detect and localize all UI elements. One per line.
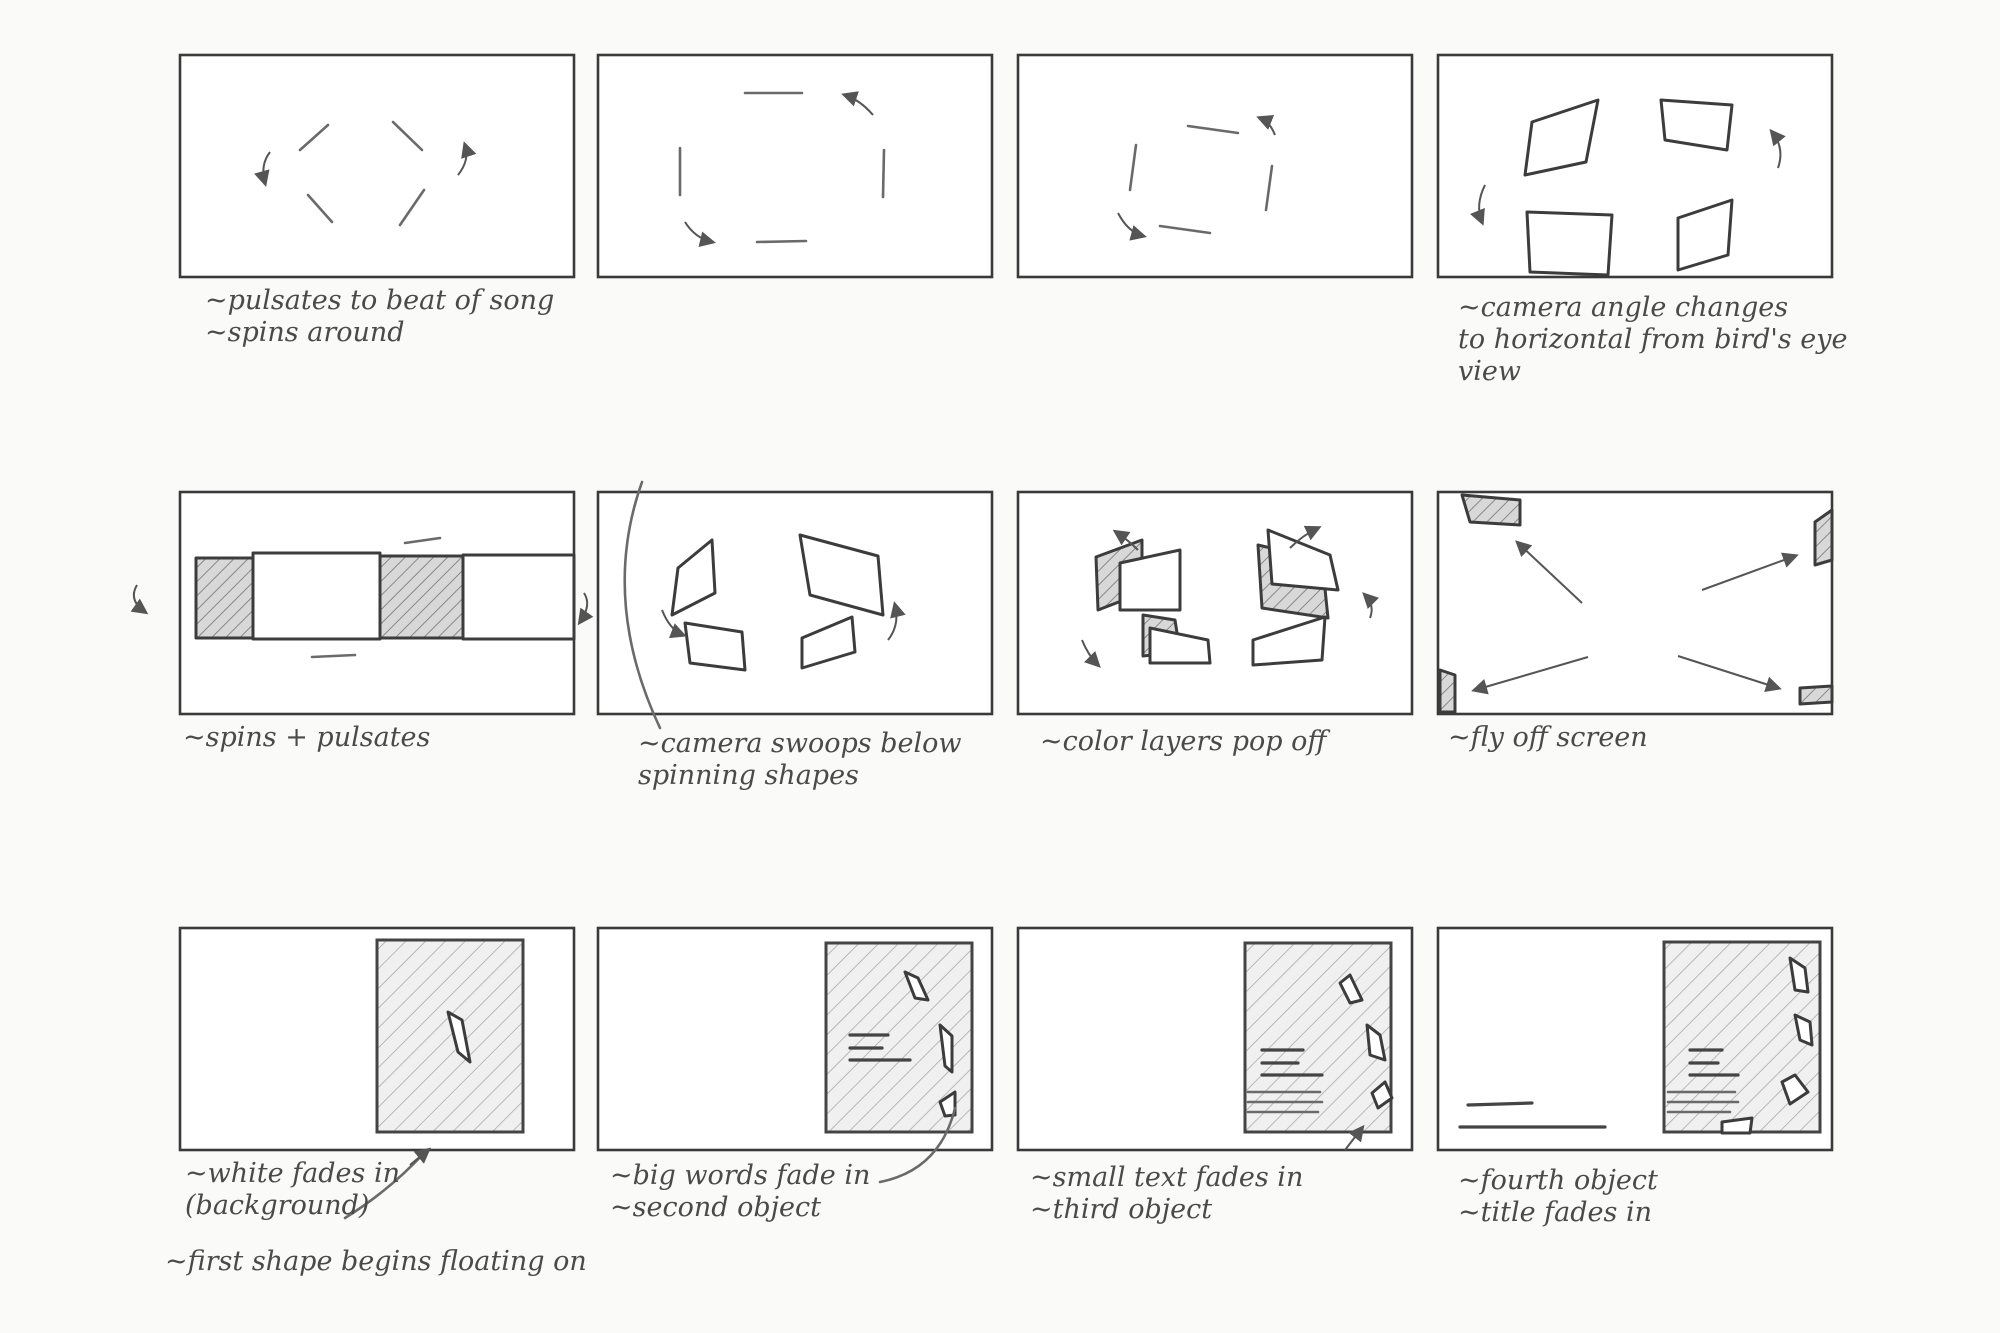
panel-10	[596, 926, 994, 1184]
caption-line: ~pulsates to beat of song	[205, 285, 555, 316]
caption-line: to horizontal from bird's eye	[1458, 324, 1848, 355]
panel-8	[1436, 490, 1834, 716]
caption-line: (background)	[185, 1190, 370, 1221]
panel-5-caption: ~spins + pulsates	[183, 722, 430, 754]
panel-4-caption: ~camera angle changes to horizontal from…	[1458, 292, 1847, 388]
panel-1-caption: ~pulsates to beat of song ~spins around	[205, 285, 554, 349]
caption-line: view	[1458, 356, 1521, 387]
panel-7	[1016, 490, 1414, 716]
panel-5	[130, 490, 594, 716]
caption-line: ~third object	[1030, 1194, 1213, 1225]
panel-12-caption: ~fourth object ~title fades in	[1458, 1165, 1658, 1229]
caption-line: ~spins + pulsates	[183, 722, 431, 753]
panel-9-caption: ~white fades in (background) ~first shap…	[165, 1158, 587, 1278]
caption-line: ~color layers pop off	[1040, 726, 1327, 757]
panel-11	[1016, 926, 1414, 1152]
panel-6-caption: ~camera swoops below spinning shapes	[638, 728, 961, 792]
caption-line: ~white fades in	[185, 1158, 400, 1189]
panel-7-caption: ~color layers pop off	[1040, 726, 1326, 758]
panel-11-caption: ~small text fades in ~third object	[1030, 1162, 1303, 1226]
caption-line: spinning shapes	[638, 760, 859, 791]
caption-line: ~second object	[610, 1192, 821, 1223]
caption-line: ~first shape begins floating on	[165, 1246, 587, 1277]
panel-8-caption: ~fly off screen	[1448, 722, 1648, 754]
panel-6	[596, 480, 994, 730]
caption-line: ~title fades in	[1458, 1197, 1652, 1228]
caption-line: ~fourth object	[1458, 1165, 1658, 1196]
panel-9	[178, 926, 576, 1220]
caption-line: ~camera swoops below	[638, 728, 962, 759]
panel-12	[1436, 926, 1834, 1152]
panel-4	[1436, 53, 1834, 279]
panel-1	[178, 53, 576, 279]
panel-3	[1016, 53, 1414, 279]
panel-10-caption: ~big words fade in ~second object	[610, 1160, 870, 1224]
caption-line: ~big words fade in	[610, 1160, 871, 1191]
caption-line: ~small text fades in	[1030, 1162, 1304, 1193]
panel-2	[596, 53, 994, 279]
caption-line: ~fly off screen	[1448, 722, 1648, 753]
caption-line: ~spins around	[205, 317, 405, 348]
caption-line: ~camera angle changes	[1458, 292, 1789, 323]
